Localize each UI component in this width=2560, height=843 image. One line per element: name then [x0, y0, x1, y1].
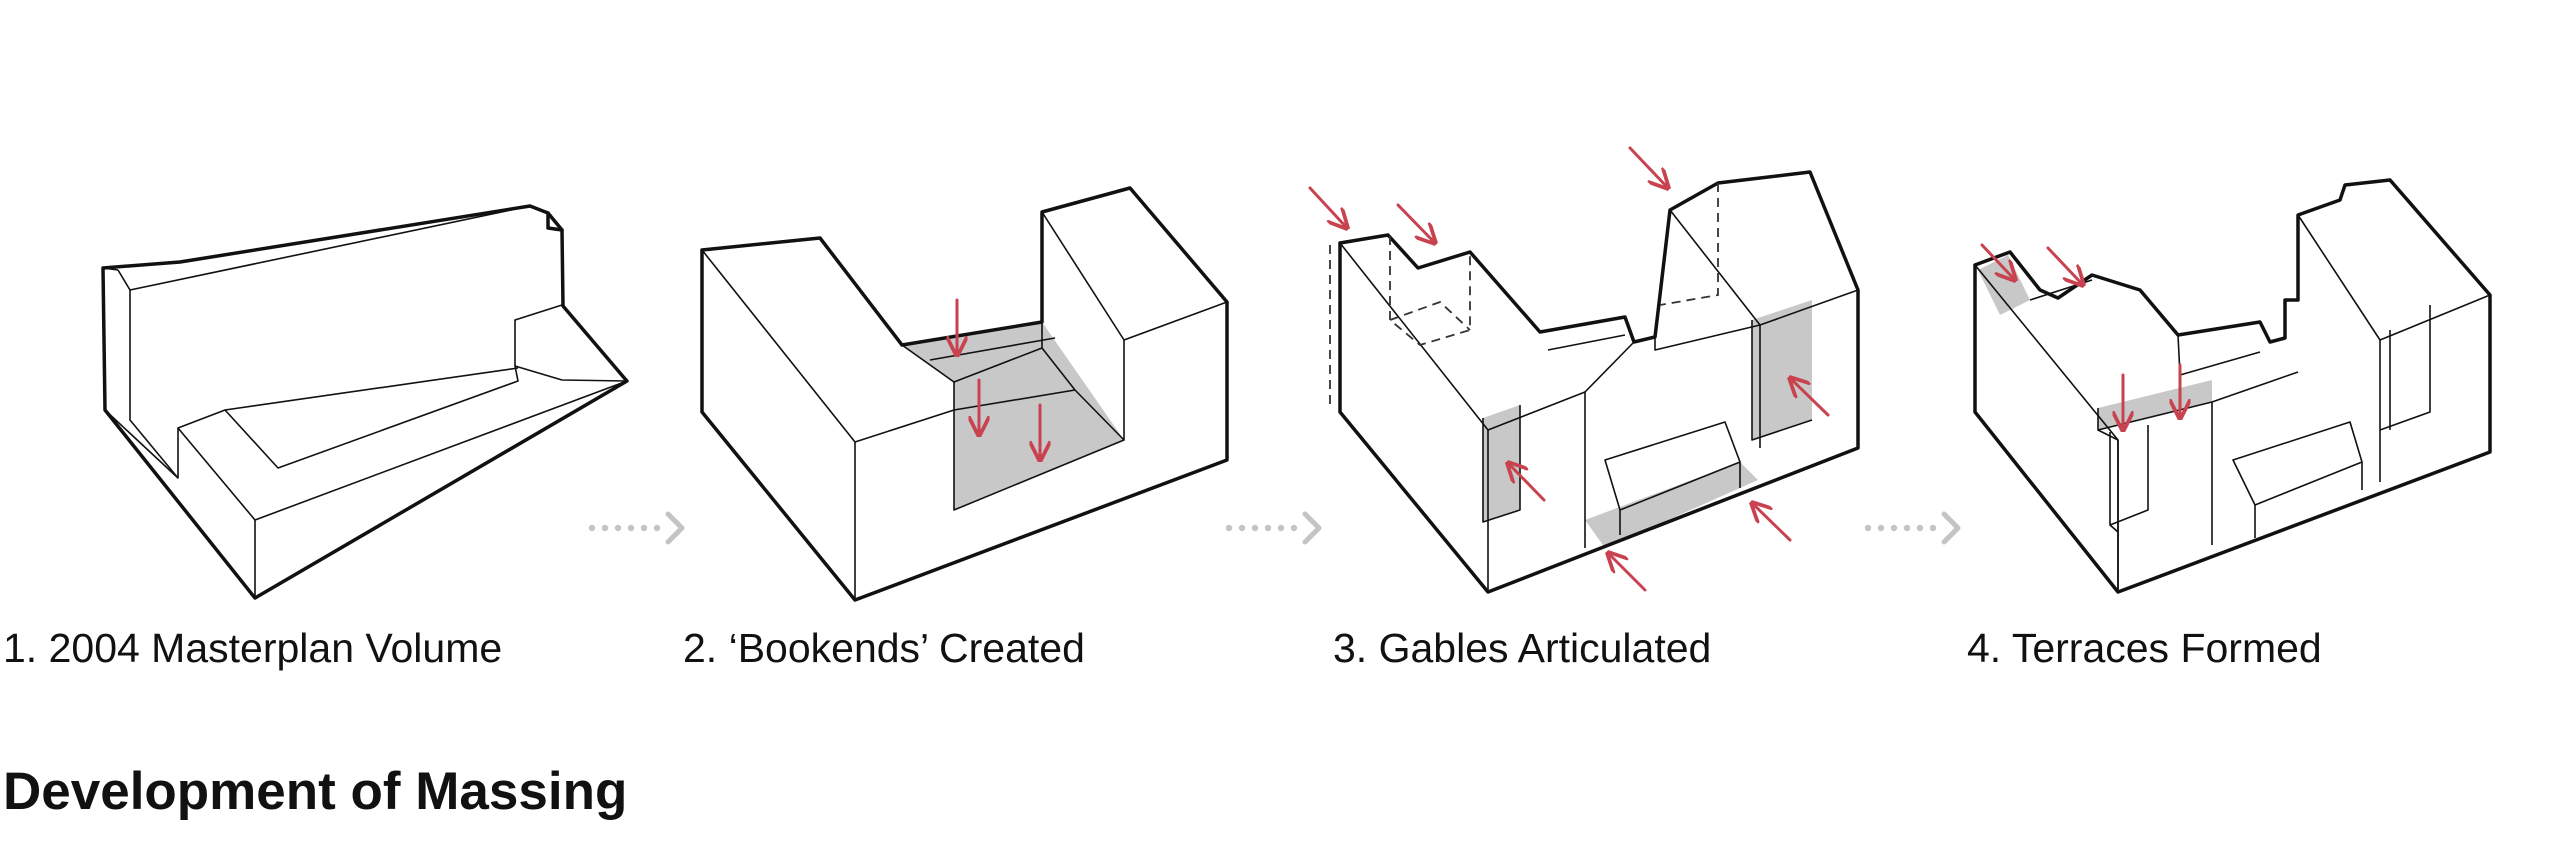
red-arrows — [957, 146, 2180, 592]
step-4-caption: 4. Terraces Formed — [1967, 625, 2322, 671]
step-2-caption: 2. ‘Bookends’ Created — [683, 625, 1085, 671]
shaded-step-surface — [902, 322, 1124, 510]
arrow-diagonal-icon — [2046, 246, 2083, 285]
arrow-diagonal-icon — [1396, 203, 1435, 243]
arrow-diagonal-icon — [1308, 186, 1347, 228]
dotted-chevron-icon — [1225, 511, 1322, 545]
massing-step-1 — [101, 204, 629, 600]
massing-step-3 — [1329, 170, 1860, 594]
arrow-diagonal-icon — [1790, 378, 1830, 417]
figure-title: Development of Massing — [3, 762, 628, 821]
massing-step-4 — [1973, 178, 2492, 594]
shaded-terrace-strip — [1585, 462, 1758, 548]
shaded-gable-left — [1483, 405, 1520, 522]
arrow-diagonal-icon — [1752, 503, 1792, 542]
arrow-diagonal-icon — [1608, 553, 1647, 592]
arrow-diagonal-icon — [1508, 463, 1546, 502]
step-3-caption: 3. Gables Articulated — [1333, 625, 1712, 671]
dotted-chevron-icon — [1864, 511, 1961, 545]
shaded-terrace-top-left — [1978, 255, 2030, 315]
massing-step-2 — [700, 186, 1229, 602]
arrow-diagonal-icon — [1980, 243, 2015, 280]
shaded-gable-right — [1752, 300, 1812, 440]
arrow-diagonal-icon — [1628, 146, 1668, 188]
step-connectors — [588, 511, 1961, 545]
step-1-caption: 1. 2004 Masterplan Volume — [3, 625, 503, 671]
shaded-terrace-mid — [2098, 380, 2212, 430]
dotted-chevron-icon — [588, 511, 685, 545]
